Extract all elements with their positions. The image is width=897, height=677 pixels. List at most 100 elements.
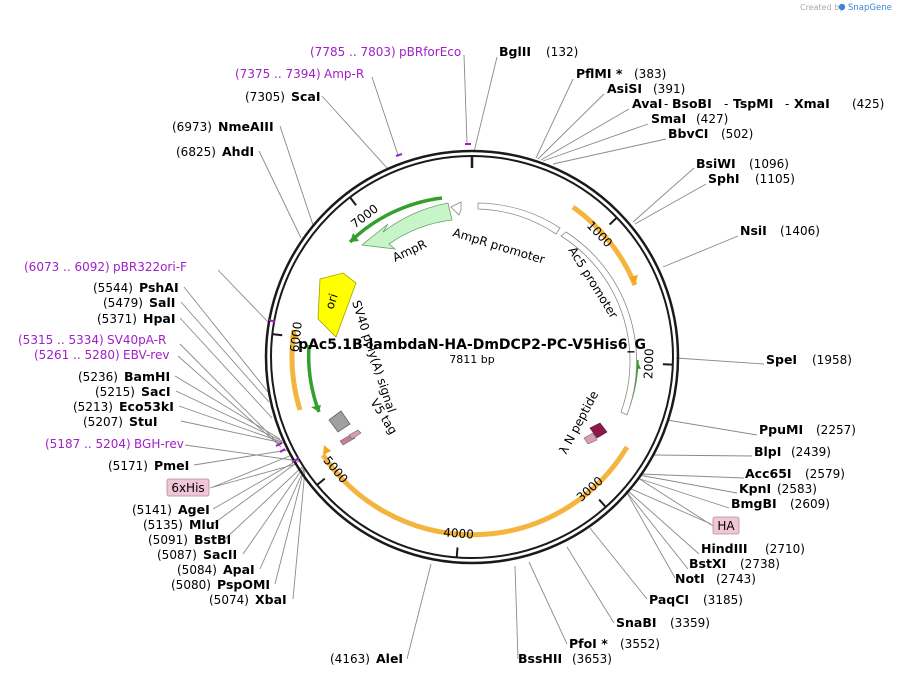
plasmid-name: pAc5.1B-lambdaN-HA-DmDCP2-PC-V5His6_G [298,337,646,353]
site-pos: (1406) [780,224,820,238]
site-name: NmeAIII [218,119,274,134]
primer-range-bgh-rev: (5187 .. 5204) [45,437,131,451]
orf-arcs [289,204,638,538]
his-tag-arrow [348,429,362,440]
tick-label-7000: 7000 [348,202,381,232]
site-name: BmgBI [731,496,777,511]
svg-text:-: - [664,97,668,111]
site-pos: (5215) [95,385,135,399]
site-pos: (383) [634,67,666,81]
site-pos: (3359) [670,616,710,630]
ac5-promoter-arrow [560,231,637,416]
site-pos: (2257) [816,423,856,437]
site-pos: (2609) [790,497,830,511]
site-pos: (5135) [143,518,183,532]
site-name: NotI [675,571,705,586]
site-pos: (1105) [755,172,795,186]
site-name: AvaI [632,96,662,111]
primer-name-pbrforeco: pBRforEco [399,45,461,59]
ori-feature-arrow [317,272,357,338]
site-name: BamHI [124,369,170,384]
tag-ha: HA [712,516,740,535]
site-name: SacI [141,384,171,399]
tag-label-6xhis: 6xHis [171,481,204,495]
tick-3000 [598,498,607,508]
ha-tag-arrow [583,432,598,445]
tick-label-4000: 4000 [443,525,475,541]
site-pos: (2583) [777,482,817,496]
site-name: Acc65I [745,466,792,481]
site-pos: (7305) [245,90,285,104]
site-name: SacII [203,547,237,562]
site-pos: (3653) [572,652,612,666]
site-name: BlpI [754,444,781,459]
plasmid-length: 7811 bp [449,353,494,366]
site-pos: (6825) [176,145,216,159]
site-name: NsiI [740,223,767,238]
site-pos: (5087) [157,548,197,562]
site-name: HindIII [701,541,748,556]
tick-label-6000: 6000 [287,321,304,353]
primer-range-pbr322ori-f: (6073 .. 6092) [24,260,110,274]
primer-range-sv40pa-r: (5315 .. 5334) [18,333,104,347]
site-name: BglII [499,44,531,59]
feature-label-ori: ori [323,292,341,311]
tick-6000 [272,333,283,337]
credit-brand: SnapGene [848,3,892,13]
site-name: SphI [708,171,740,186]
primer-marks [268,143,471,463]
site-pos: (427) [696,112,728,126]
ampr-promoter-arrow [477,202,561,235]
site-name: HpaI [143,311,176,326]
primer-name-amp-r: Amp-R [324,67,364,81]
site-name: XbaI [255,592,287,607]
site-pos: (391) [653,82,685,96]
site-name: StuI [129,414,158,429]
site-pos: (6973) [172,120,212,134]
site-name: PflMI * [576,66,623,81]
site-pos: (502) [721,127,753,141]
tick-5000 [316,477,326,486]
site-name: AsiSI [607,81,642,96]
primer-range-amp-r: (7375 .. 7394) [235,67,321,81]
feature-label-ampr-promoter: AmpR promoter [451,225,546,266]
site-name: SmaI [651,111,686,126]
site-name: PpuMI [759,422,803,437]
site-pos: (5207) [83,415,123,429]
site-pos: (5141) [132,503,172,517]
tag-label-ha: HA [717,519,735,533]
site-pos: (5479) [103,296,143,310]
primer-name-pbr322ori-f: pBR322ori-F [113,260,187,274]
site-pos: (3185) [703,593,743,607]
site-pos: (2439) [791,445,831,459]
site-name: PfoI * [569,636,608,651]
leader-lines [174,54,765,660]
site-name: PshAI [139,280,179,295]
tick-7000 [349,196,357,206]
site-pos: (5091) [148,533,188,547]
site-name: BsiWI [696,156,736,171]
site-name: BstBI [194,532,231,547]
site-name: PmeI [154,458,189,473]
site-pos: (5084) [177,563,217,577]
small-promoter-arrow [450,201,462,216]
site-name: AhdI [222,144,254,159]
site-pos: (3552) [620,637,660,651]
site-name: BssHII [518,651,562,666]
site-name: PaqCI [649,592,689,607]
primer-name-ebv-rev: EBV-rev [123,348,169,362]
primer-name-bgh-rev: BGH-rev [134,437,184,451]
primer-range-pbrforeco: (7785 .. 7803) [310,45,396,59]
site-pos: (2738) [740,557,780,571]
site-pos: (2579) [805,467,845,481]
site-pos: (2743) [716,572,756,586]
site-pos: (2710) [765,542,805,556]
site-name: MluI [189,517,219,532]
ampr-feature-arrow [361,202,453,250]
site-name: SnaBI [616,615,657,630]
site-pos: (4163) [330,652,370,666]
site-pos: (5080) [171,578,211,592]
site-name: ApaI [223,562,255,577]
site-name: SalI [149,295,175,310]
